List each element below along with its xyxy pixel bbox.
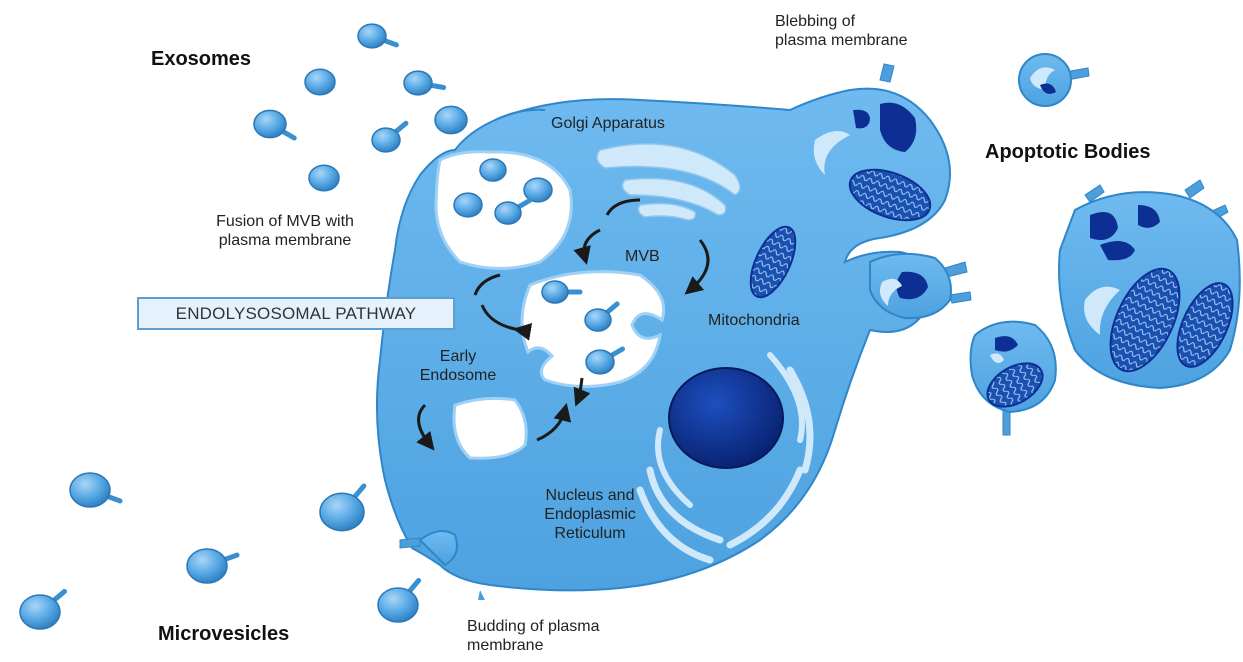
vesicle-body xyxy=(309,165,339,191)
vesicle-icon xyxy=(70,473,120,507)
vesicle-body xyxy=(20,595,60,629)
vesicle-body xyxy=(404,71,432,95)
vesicle-icon xyxy=(372,123,406,152)
vesicle-body xyxy=(480,159,506,181)
fusion-label: Fusion of MVB with plasma membrane xyxy=(195,212,375,250)
vesicle-icon xyxy=(524,178,552,202)
vesicle-icon xyxy=(454,193,482,217)
vesicle-icon xyxy=(480,159,506,181)
apoptotic-body-small xyxy=(1019,54,1089,106)
vesicle-body xyxy=(187,549,227,583)
mvb-label: MVB xyxy=(625,247,660,266)
budding-label: Budding of plasma membrane xyxy=(467,617,600,655)
nucleus-er-label: Nucleus and Endoplasmic Reticulum xyxy=(520,486,660,543)
vesicle-icon xyxy=(404,71,444,95)
blebbing-label: Blebbing of plasma membrane xyxy=(775,12,908,50)
apoptotic-bodies-label: Apoptotic Bodies xyxy=(985,140,1151,164)
vesicle-icon xyxy=(378,580,419,622)
apoptotic-body-large xyxy=(1059,180,1243,388)
vesicle-body xyxy=(435,106,467,133)
vesicle-icon xyxy=(309,165,339,191)
early-endosome-label: Early Endosome xyxy=(418,347,498,385)
vesicle-body xyxy=(454,193,482,217)
vesicle-body xyxy=(254,110,286,137)
vesicle-icon xyxy=(435,106,467,133)
vesicle-body xyxy=(524,178,552,202)
vesicle-body xyxy=(586,350,614,374)
endolysosomal-pathway-box: ENDOLYSOSOMAL PATHWAY xyxy=(137,297,455,330)
vesicle-icon xyxy=(305,69,335,95)
vesicle-body xyxy=(358,24,386,48)
apoptotic-body-medium xyxy=(971,322,1056,435)
vesicle-body xyxy=(585,309,611,331)
vesicle-body xyxy=(378,588,418,622)
vesicle-body xyxy=(70,473,110,507)
golgi-label: Golgi Apparatus xyxy=(551,114,665,133)
vesicle-icon xyxy=(187,549,237,583)
vesicle-body xyxy=(305,69,335,95)
vesicle-icon xyxy=(320,486,364,531)
microvesicles-label: Microvesicles xyxy=(158,622,289,646)
vesicle-body xyxy=(320,493,364,530)
vesicle-icon xyxy=(358,24,396,48)
early-endosome xyxy=(454,398,526,458)
vesicle-icon xyxy=(254,110,294,138)
nucleus-icon xyxy=(669,368,783,468)
vesicle-icon xyxy=(20,591,65,629)
vesicle-body xyxy=(495,202,521,224)
vesicle-body xyxy=(542,281,568,303)
vesicle-body xyxy=(372,128,400,152)
mitochondria-label: Mitochondria xyxy=(708,311,800,330)
exosomes-label: Exosomes xyxy=(151,47,251,71)
